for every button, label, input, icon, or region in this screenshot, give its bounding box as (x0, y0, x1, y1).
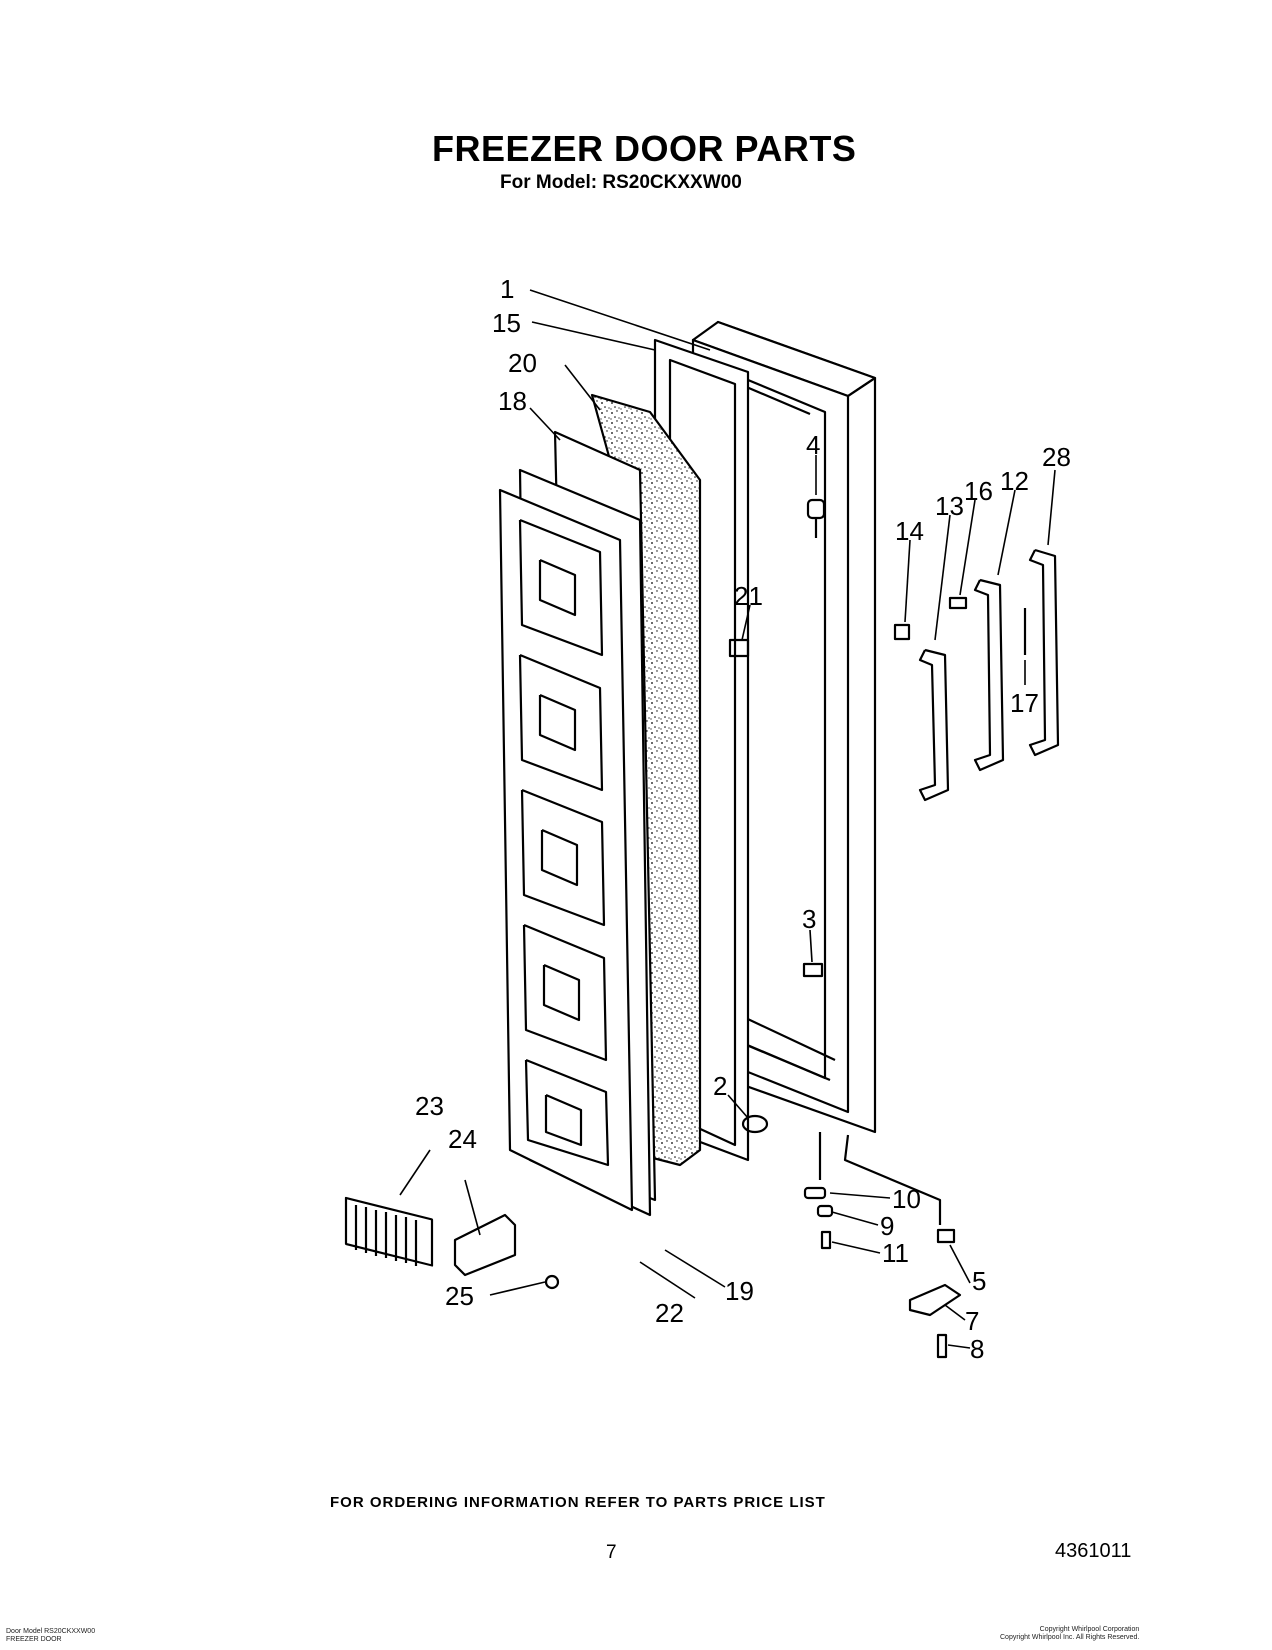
callout-23: 23 (415, 1091, 444, 1121)
callout-19: 19 (725, 1276, 754, 1306)
small-print-right: Copyright Whirlpool Corporation Copyrigh… (1000, 1626, 1139, 1642)
small-print-left-line2: FREEZER DOOR (6, 1636, 62, 1643)
callout-28: 28 (1042, 442, 1071, 472)
callout-17: 17 (1010, 688, 1039, 718)
callout-4: 4 (806, 430, 820, 460)
callout-14: 14 (895, 516, 924, 546)
callout-10: 10 (892, 1184, 921, 1214)
callout-24: 24 (448, 1124, 477, 1154)
small-print-right-line2: Copyright Whirlpool Inc. All Rights Rese… (1000, 1634, 1140, 1641)
callout-13: 13 (935, 491, 964, 521)
part-number: 4361011 (1055, 1540, 1132, 1562)
page-title: FREEZER DOOR PARTS (432, 128, 857, 169)
callout-21: 21 (734, 581, 763, 611)
callout-2: 2 (713, 1071, 727, 1101)
callout-16: 16 (964, 476, 993, 506)
leader-lines (399, 289, 1056, 1349)
callout-7: 7 (965, 1306, 979, 1336)
small-hardware (344, 498, 962, 1359)
handle-parts (893, 548, 1060, 802)
callout-15: 15 (492, 308, 521, 338)
callout-9: 9 (880, 1211, 894, 1241)
page-number: 7 (606, 1542, 617, 1563)
callout-11: 11 (882, 1238, 909, 1268)
small-print-right-line1: Copyright Whirlpool Corporation (1039, 1626, 1140, 1633)
callout-3: 3 (802, 904, 816, 934)
callout-22: 22 (655, 1298, 684, 1328)
callout-5: 5 (972, 1266, 986, 1296)
callout-8: 8 (970, 1334, 984, 1364)
callout-20: 20 (508, 348, 537, 378)
ordering-note: FOR ORDERING INFORMATION REFER TO PARTS … (330, 1494, 826, 1511)
callout-25: 25 (445, 1281, 474, 1311)
small-print-left-line1: Door Model RS20CKXXW00 (6, 1628, 96, 1635)
model-subtitle: For Model: RS20CKXXW00 (500, 172, 742, 193)
callout-1: 1 (500, 274, 514, 304)
small-print-left: Door Model RS20CKXXW00 FREEZER DOOR (6, 1628, 95, 1644)
inner-door-liner (498, 468, 652, 1217)
callout-12: 12 (1000, 466, 1029, 496)
callout-18: 18 (498, 386, 527, 416)
